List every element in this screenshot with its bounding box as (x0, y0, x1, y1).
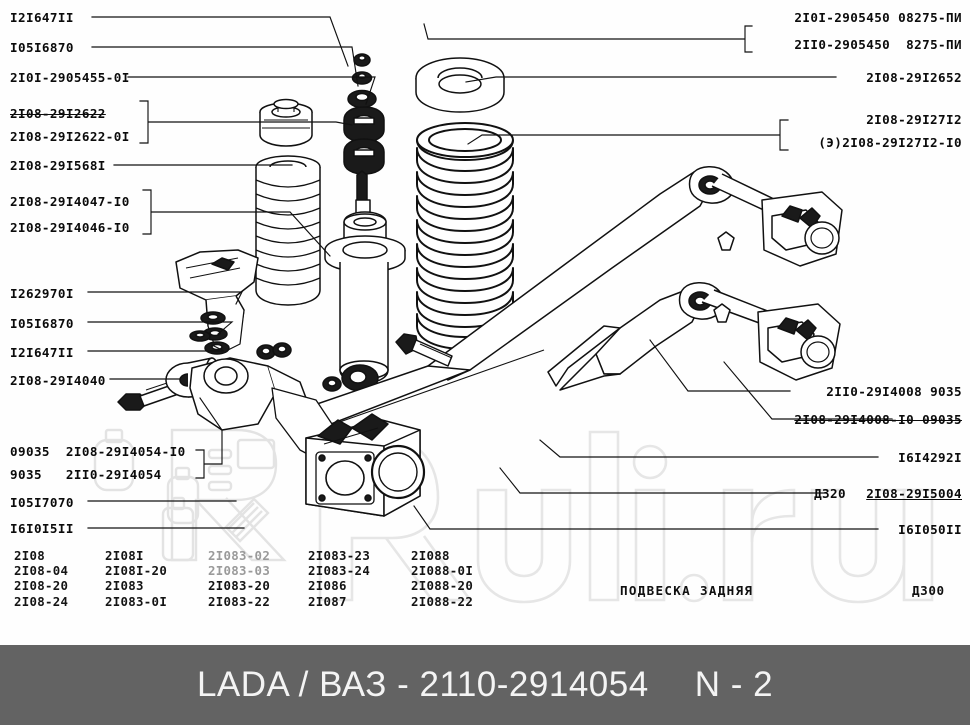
part-bolt-and-bushing (117, 357, 220, 411)
model-column: 2I088 2I088-0I 2I088-20 2I088-22 (411, 548, 473, 609)
footer-title: LADA / ВАЗ - 2110-2914054 (196, 665, 649, 704)
model-code: 2I08I-20 (105, 563, 168, 579)
part-number-label[interactable]: 2I08-29I5004 (866, 486, 962, 501)
model-code: 2I086 (308, 578, 347, 594)
part-cross-member (281, 349, 545, 437)
part-spring-seat-ring (415, 57, 505, 113)
part-number-label[interactable]: 2I08-29I2622 (10, 106, 106, 121)
model-code: 2I083-22 (208, 593, 271, 609)
part-number-label[interactable]: I05I6870 (10, 316, 74, 331)
part-coil-spring (416, 122, 514, 350)
part-fastener-stack (343, 53, 385, 175)
part-number-label[interactable]: I262970I (10, 286, 74, 301)
model-code: 2I088-20 (411, 578, 474, 594)
model-column: 2I08 2I08-04 2I08-20 2I08-24 (14, 548, 68, 609)
model-code: 2I083-23 (308, 548, 371, 563)
model-code: 2I08-20 (14, 578, 69, 594)
model-column: 2I083-23 2I083-24 2I086 2I087 (308, 548, 370, 609)
part-number-label[interactable]: 9035 2II0-29I4054 (10, 467, 162, 482)
part-number-label[interactable]: I6I0I5II (10, 521, 74, 536)
part-number-label[interactable]: I2I647II (10, 10, 74, 25)
part-carrier-bolts (256, 333, 453, 392)
part-number-label[interactable]: 2I08-29I4008-I0 09035 (794, 412, 962, 427)
model-code: 2I083-20 (208, 578, 271, 594)
part-number-label[interactable]: 2I08-29I4046-I0 (10, 220, 130, 235)
part-number-label[interactable]: 2II0-2905450 8275-ПИ (794, 37, 962, 52)
part-dust-boot (255, 155, 321, 306)
model-code: 2I08I (105, 548, 144, 563)
part-number-label[interactable]: I2I647II (10, 345, 74, 360)
part-shock-absorber (324, 170, 406, 392)
part-number-label[interactable]: I05I6870 (10, 40, 74, 55)
part-isolator-bushing (259, 98, 313, 147)
model-code: 2I083-03 (208, 563, 271, 579)
diagram-sheet-code: Д300 (912, 583, 945, 598)
part-number-label[interactable]: 2I08-29I27I2 (866, 112, 962, 127)
part-number-label[interactable]: 2I08-29I2652 (866, 70, 962, 85)
diagram-caption: ПОДВЕСКА ЗАДНЯЯ (620, 583, 754, 598)
model-code: 2I083-24 (308, 563, 371, 579)
part-axle-beam-upper (427, 166, 843, 381)
part-number-label[interactable]: 2I0I-2905455-0I (10, 70, 130, 85)
footer-sheet-number: N - 2 (694, 665, 774, 704)
part-number-label[interactable]: I6I050II (898, 522, 962, 537)
part-number-label[interactable]: 09035 2I08-29I4054-I0 (10, 444, 186, 459)
footer-bar: LADA / ВАЗ - 2110-2914054 N - 2 (0, 645, 970, 725)
part-number-label[interactable]: 2II0-29I4008 9035 (826, 384, 962, 399)
model-code: 2I088-0I (411, 563, 474, 579)
model-code: 2I087 (308, 593, 347, 609)
part-number-label[interactable]: I05I7070 (10, 495, 74, 510)
part-number-label[interactable]: 2I08-29I4047-I0 (10, 194, 130, 209)
model-column: 2I08I 2I08I-20 2I083 2I083-0I (105, 548, 167, 609)
part-number-label[interactable]: 2I0I-2905450 08275-ПИ (794, 10, 962, 25)
part-upper-bracket (175, 249, 259, 355)
part-hub-carrier (189, 357, 426, 517)
part-number-label[interactable]: I6I4292I (898, 450, 962, 465)
part-number-label[interactable]: (Э)2I08-29I27I2-I0 (818, 135, 962, 150)
model-code: 2I088 (411, 548, 450, 563)
part-number-label[interactable]: 2I08-29I568I (10, 158, 106, 173)
model-code: 2I08-24 (14, 593, 69, 609)
model-code: 2I08-04 (14, 563, 69, 579)
model-code: 2I083 (105, 578, 144, 594)
part-number-label[interactable]: 2I08-29I4040 (10, 373, 106, 388)
model-code: 2I083-0I (105, 593, 168, 609)
model-code: 2I08 (14, 548, 46, 563)
model-column: 2I083-02 2I083-03 2I083-20 2I083-22 (208, 548, 270, 609)
model-code: 2I088-22 (411, 593, 474, 609)
applicable-models-table: 2I08 2I08-04 2I08-20 2I08-24 2I08I 2I08I… (0, 548, 970, 620)
part-group-code[interactable]: Д320 (814, 486, 846, 501)
part-axle-beam-lower (547, 282, 841, 391)
model-code: 2I083-02 (208, 548, 271, 563)
part-washers-left (189, 330, 211, 342)
part-number-label[interactable]: 2I08-29I2622-0I (10, 129, 130, 144)
